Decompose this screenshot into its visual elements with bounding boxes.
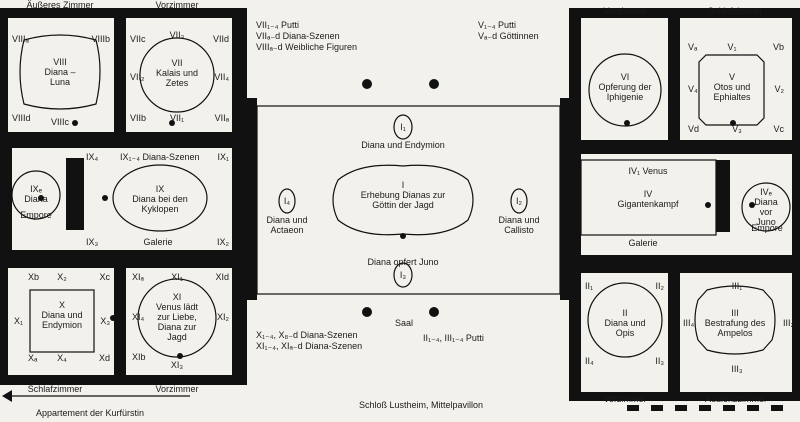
mark-x-a: Xₐ [28, 353, 38, 363]
mark-viii-b: VIIIb [91, 34, 110, 44]
room-label-empore-right: Empore [751, 223, 783, 233]
ceiling-i: I Erhebung Dianas zur Göttin der Jagd [360, 180, 446, 210]
mark-ii-1: II₁ [585, 281, 594, 291]
mark-v-b: Vb [772, 42, 784, 52]
ceiling-i4: Diana und Actaeon [266, 215, 308, 235]
mark-viii-c: VIIIc [50, 117, 70, 127]
mark-x-d: Xd [98, 353, 110, 363]
room-label-empore-left: Empore [20, 210, 52, 220]
mark-viii-d: VIIId [12, 113, 31, 123]
mark-xi-a: XIₐ [132, 272, 144, 282]
ceiling-v: V Otos und Ephialtes [713, 72, 751, 102]
legend-right-2: Vₐ₋d Göttinnen [478, 31, 539, 41]
appartement-label: Appartement der Kurfürstin [36, 408, 145, 418]
room-label-saal: Saal [394, 318, 414, 328]
mark-x-b: Xb [28, 272, 40, 282]
mark-xi-2: XI₂ [217, 312, 229, 322]
legend-bottom-2: XI₁₋₄, XIₐ₋d Diana-Szenen [256, 341, 363, 351]
mark-vii-3: VII₃ [169, 30, 185, 40]
mark-v-3: V₃ [732, 124, 742, 134]
legend-line-2: VIIₐ₋d Diana-Szenen [256, 31, 340, 41]
legend-line-3: VIIIₐ₋d Weibliche Figuren [256, 42, 357, 52]
mark-ii-3: II₃ [655, 356, 664, 366]
ceiling-iv: IV Gigantenkampf [617, 189, 679, 209]
mark-vii-b: VIIb [130, 113, 147, 123]
legend-line-1: VII₁₋₄ Putti [256, 20, 299, 30]
mark-x-1: X₁ [14, 316, 24, 326]
ceiling-iii: III Bestrafung des Ampelos [704, 308, 766, 338]
mark-xi-d: XId [215, 272, 229, 282]
legend-right-1: V₁₋₄ Putti [478, 20, 516, 30]
mark-iii-4: III₄ [683, 318, 695, 328]
mark-v-1: V₁ [727, 42, 737, 52]
ceiling-iv-e: IVₑ Diana vor Juno [754, 187, 778, 227]
room-label-aeusseres-zimmer: Äußeres Zimmer [26, 0, 94, 10]
ceiling-i3: Diana opfert Juno [367, 257, 439, 267]
ceiling-ix: IX Diana bei den Kyklopen [132, 184, 188, 214]
mark-ix-3: IX₃ [86, 237, 99, 247]
ceiling-xi: XI Venus lädt zur Liebe, Diana zur Jagd [155, 292, 199, 342]
mark-i-1: I₁ [400, 122, 406, 132]
mark-v-d: Vd [688, 124, 700, 134]
room-label-schlafzimmer-bottom-left: Schlafzimmer [27, 384, 83, 394]
room-label-galerie-right: Galerie [628, 238, 658, 248]
legend-bottom-1: X₁₋₄, X₈₋d Diana-Szenen [256, 330, 358, 340]
mark-iii-2: III₂ [783, 318, 794, 328]
ceiling-iv1: IV₁ Venus [628, 166, 668, 176]
mark-iii-3: III₃ [731, 364, 743, 374]
mark-xi-1: XI₁ [171, 272, 183, 282]
ceiling-i1: Diana und Endymion [361, 140, 445, 150]
room-label-vorzimmer-top-left: Vorzimmer [155, 0, 199, 10]
room-label-audienzzimmer: Audienzzimmer [704, 394, 768, 404]
mark-xi-4: XI₄ [132, 312, 145, 322]
legend-putti: II₁₋₄, III₁₋₄ Putti [423, 333, 484, 343]
ceiling-vii: VII Kalais und Zetes [155, 58, 199, 88]
mark-i-3: I₃ [399, 270, 407, 280]
mark-v-a: Vₐ [688, 42, 698, 52]
mark-i-2: I₂ [516, 196, 522, 206]
mark-ii-2: II₂ [655, 281, 665, 291]
mark-x-c: Xc [99, 272, 110, 282]
ceiling-i2: Diana und Callisto [498, 215, 540, 235]
mark-vii-d: VIId [212, 34, 229, 44]
mark-ii-4: II₄ [585, 356, 594, 366]
mark-ix-4: IX₄ [86, 152, 99, 162]
mark-xi-b: XIb [132, 352, 146, 362]
mark-x-4: X₄ [57, 353, 67, 363]
mark-viii-a: VIIIₐ [12, 34, 29, 44]
mark-vii-c: VIIc [130, 34, 146, 44]
ceiling-ix-e: IXₑ Diana [24, 184, 48, 204]
mark-ix-1: IX₁ [217, 152, 229, 162]
mark-vii-4: VII₄ [214, 72, 229, 82]
mark-x-2: X₂ [57, 272, 67, 282]
ceiling-viii: VIII Diana – Luna [44, 57, 76, 87]
mark-v-c: Vc [773, 124, 784, 134]
room-label-vorzimmer-top-right: Vorzimmer [603, 6, 647, 16]
room-label-schlafzimmer-top-right: Schlafzimmer [707, 6, 763, 16]
room-label-vorzimmer-bottom-left: Vorzimmer [155, 384, 199, 394]
ceiling-x: X Diana und Endymion [41, 300, 83, 330]
mark-ix-2: IX₂ [217, 237, 229, 247]
mark-vii-1: VII₁ [169, 113, 185, 123]
mark-ix-1-4: IX₁₋₄ Diana-Szenen [120, 152, 200, 162]
mark-vii-a: VIIₐ [214, 113, 229, 123]
plan-caption: Schloß Lustheim, Mittelpavillon [358, 400, 484, 410]
ceiling-vi: VI Opferung der Iphigenie [598, 72, 652, 102]
mark-xi-3: XI₃ [170, 360, 184, 370]
mark-i-4: I₄ [283, 196, 291, 206]
mark-x-3: X₃ [100, 316, 110, 326]
mark-vii-2: VII₂ [130, 72, 145, 82]
mark-v-4: V₄ [688, 84, 698, 94]
ceiling-ii: II Diana und Opis [604, 308, 646, 338]
mark-iii-1: III₁ [731, 281, 743, 291]
mark-v-2: V₂ [774, 84, 785, 94]
room-label-galerie-left: Galerie [143, 237, 173, 247]
room-label-vorzimmer-bottom-right: Vorzimmer [603, 394, 647, 404]
